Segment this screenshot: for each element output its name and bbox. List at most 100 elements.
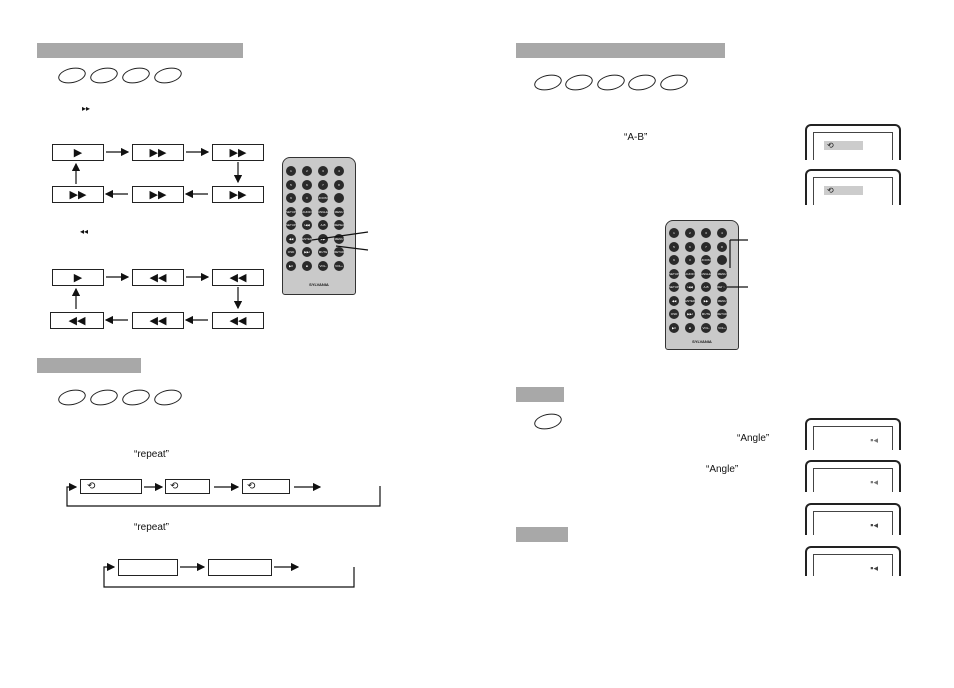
remote-brand: SYLVANIA bbox=[309, 282, 329, 287]
remote-key[interactable]: VOL+ bbox=[717, 322, 727, 333]
rw-box-6: ◀◀ bbox=[50, 312, 104, 329]
section-header-zoom bbox=[516, 527, 568, 542]
repeat-quote-1: “repeat” bbox=[134, 449, 170, 460]
remote-key[interactable]: ◀◀ bbox=[669, 295, 679, 306]
rw-box-5: ◀◀ bbox=[132, 312, 184, 329]
angle-quote-1: “Angle” bbox=[737, 433, 770, 444]
remote-key[interactable]: MENU bbox=[334, 206, 344, 217]
repeat-box-3: ⟲ bbox=[242, 479, 290, 494]
remote-key[interactable]: 7 bbox=[318, 179, 328, 190]
tv-screen-angle-2: ▪◂ bbox=[805, 460, 901, 492]
remote-key[interactable] bbox=[334, 193, 344, 203]
remote-key[interactable]: ▶▶ bbox=[701, 295, 711, 306]
remote-key[interactable]: 4 bbox=[334, 166, 344, 176]
remote-key[interactable]: ▶II bbox=[286, 260, 296, 271]
remote-key[interactable]: ▶▶I bbox=[685, 309, 695, 319]
remote-key[interactable]: ■ bbox=[685, 322, 695, 333]
remote-key[interactable]: ENTER bbox=[302, 233, 312, 244]
remote-key[interactable]: MUTE bbox=[701, 309, 711, 319]
remote-key[interactable]: ▶▶I bbox=[302, 247, 312, 257]
remote-key[interactable]: 5 bbox=[669, 241, 679, 252]
remote-key[interactable]: 9 bbox=[286, 193, 296, 203]
section-header-ab-repeat bbox=[516, 43, 725, 58]
remote-key[interactable]: I◀◀ bbox=[302, 220, 312, 230]
remote-key[interactable]: 2 bbox=[685, 228, 695, 238]
rw-box-4: ◀◀ bbox=[212, 312, 264, 329]
remote-key[interactable]: ANGLE bbox=[701, 268, 711, 279]
remote-key[interactable]: MENU bbox=[717, 268, 727, 279]
remote-key[interactable]: 3 bbox=[318, 166, 328, 176]
remote-key[interactable]: 5 bbox=[286, 179, 296, 190]
camera-icon: ▪◂ bbox=[870, 477, 878, 487]
remote-key[interactable]: SETUP bbox=[286, 206, 296, 217]
repeat-ab-chip: ⟲ bbox=[824, 141, 863, 150]
ff-box-1: ▶ bbox=[52, 144, 104, 161]
remote-key[interactable]: 8 bbox=[717, 241, 727, 252]
section-header-fast-play bbox=[37, 43, 243, 58]
rw-arrow-symbol: ◂◂ bbox=[80, 227, 89, 236]
remote-key[interactable]: ◀◀ bbox=[286, 233, 296, 244]
remote-key[interactable]: A-B bbox=[318, 220, 328, 230]
remote-key[interactable]: RETURN bbox=[717, 309, 727, 319]
remote-key[interactable]: MUTE bbox=[318, 247, 328, 257]
remote-key[interactable]: 8 bbox=[334, 179, 344, 190]
rw-box-3: ◀◀ bbox=[212, 269, 264, 286]
remote-key[interactable]: AUDIO bbox=[302, 206, 312, 217]
repeat-icon: ⟲ bbox=[87, 481, 96, 492]
remote-key[interactable]: AUDIO bbox=[685, 268, 695, 279]
remote-key[interactable]: 3 bbox=[701, 228, 711, 238]
remote-key[interactable]: 1 bbox=[669, 228, 679, 238]
remote-key[interactable]: 0 bbox=[685, 255, 695, 265]
remote-key[interactable]: ■ bbox=[302, 260, 312, 271]
remote-key[interactable]: 9 bbox=[669, 255, 679, 265]
remote-key[interactable]: ▶II bbox=[669, 322, 679, 333]
remote-key[interactable]: VOL+ bbox=[334, 260, 344, 271]
section-header-repeat bbox=[37, 358, 141, 373]
ff-box-3: ▶▶ bbox=[212, 144, 264, 161]
remote-key[interactable]: VOL- bbox=[701, 322, 711, 333]
remote-key[interactable]: I◀◀ bbox=[685, 282, 695, 292]
remote-key[interactable]: ZOOM bbox=[701, 255, 711, 265]
tv-screen-ab-2: ⟲ bbox=[805, 169, 901, 205]
remote-key[interactable]: SETUP bbox=[669, 268, 679, 279]
camera-icon: ▪◂ bbox=[870, 520, 878, 530]
ab-quote: “A-B” bbox=[624, 132, 648, 143]
remote-key[interactable]: SETUP bbox=[286, 220, 296, 230]
remote-key[interactable]: ANGLE bbox=[318, 206, 328, 217]
remote-key[interactable]: SETUP bbox=[669, 282, 679, 292]
remote-key[interactable]: OSD bbox=[286, 247, 296, 257]
angle-quote-2: “Angle” bbox=[706, 464, 739, 475]
remote-key[interactable]: MENU bbox=[334, 233, 344, 244]
repeat-ab-chip: ⟲ bbox=[824, 186, 863, 195]
rw-box-2: ◀◀ bbox=[132, 269, 184, 286]
remote-key[interactable]: 0 bbox=[302, 193, 312, 203]
repeat-icon: ⟲ bbox=[170, 481, 179, 492]
tv-screen-angle-1: ▪◂ bbox=[805, 418, 901, 450]
remote-key[interactable]: REPEAT bbox=[334, 220, 344, 230]
remote-key[interactable]: VOL- bbox=[318, 260, 328, 271]
remote-key[interactable]: 6 bbox=[685, 241, 695, 252]
remote-key[interactable]: RETURN bbox=[334, 247, 344, 257]
section-header-angle bbox=[516, 387, 564, 402]
remote-key[interactable]: 2 bbox=[302, 166, 312, 176]
camera-icon: ▪◂ bbox=[870, 563, 878, 573]
remote-key[interactable]: 4 bbox=[717, 228, 727, 238]
ff-box-6: ▶▶ bbox=[52, 186, 104, 203]
rw-box-1: ▶ bbox=[52, 269, 104, 286]
remote-key[interactable]: MENU bbox=[717, 295, 727, 306]
remote-key[interactable] bbox=[717, 255, 727, 265]
remote-key[interactable]: ZOOM bbox=[318, 193, 328, 203]
remote-brand: SYLVANIA bbox=[692, 339, 712, 344]
remote-key[interactable]: 7 bbox=[701, 241, 711, 252]
tv-screen-angle-3: ▪◂ bbox=[805, 503, 901, 535]
repeat-icon: ⟲ bbox=[247, 481, 256, 492]
remote-key[interactable]: 6 bbox=[302, 179, 312, 190]
remote-key[interactable]: ENTER bbox=[685, 295, 695, 306]
camera-icon: ▪◂ bbox=[870, 435, 878, 445]
remote-key[interactable]: OSD bbox=[669, 309, 679, 319]
remote-key[interactable]: 1 bbox=[286, 166, 296, 176]
ff-box-5: ▶▶ bbox=[132, 186, 184, 203]
repeat-box-2: ⟲ bbox=[165, 479, 210, 494]
remote-key[interactable]: A-B bbox=[701, 282, 711, 292]
